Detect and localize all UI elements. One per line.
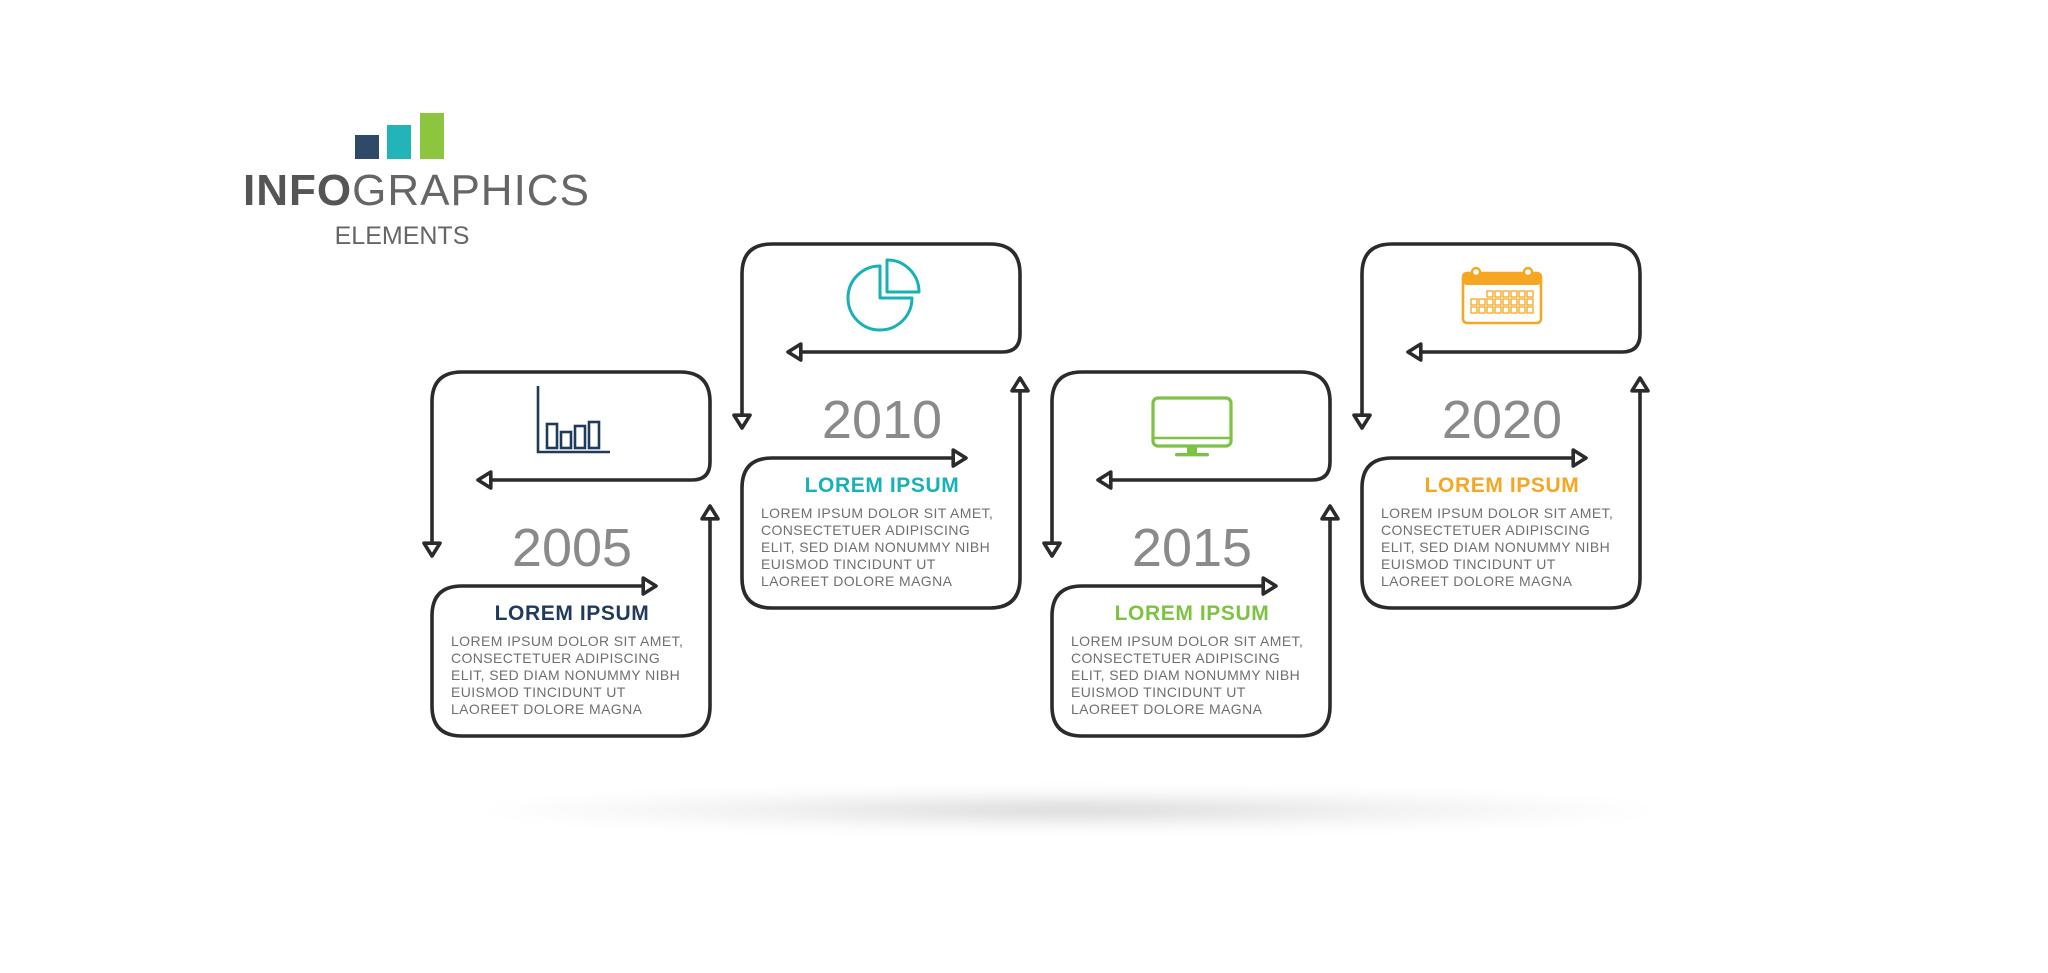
step-body-line: LOREM IPSUM DOLOR SIT AMET, xyxy=(1381,505,1613,521)
step-body-line: EUISMOD TINCIDUNT UT xyxy=(1381,556,1556,572)
arrow-head xyxy=(786,342,803,362)
arrow-head xyxy=(732,413,752,430)
logo-bar-1 xyxy=(355,135,379,159)
step-body-line: LAOREET DOLORE MAGNA xyxy=(1381,573,1573,589)
step-year: 2020 xyxy=(1442,390,1562,450)
step-body-line: ELIT, SED DIAM NONUMMY NIBH xyxy=(1381,539,1610,555)
arrow-head xyxy=(1042,541,1062,558)
arrow-head xyxy=(1320,504,1340,521)
step-body-line: EUISMOD TINCIDUNT UT xyxy=(1071,684,1246,700)
monitor-icon xyxy=(1151,396,1233,457)
connector-line-top xyxy=(430,370,712,554)
step-heading: LOREM IPSUM xyxy=(495,602,650,625)
step-year: 2015 xyxy=(1132,518,1252,578)
step-body-line: CONSECTETUER ADIPISCING xyxy=(451,650,660,666)
step-body-line: LOREM IPSUM DOLOR SIT AMET, xyxy=(1071,633,1303,649)
pie-chart-icon xyxy=(846,258,921,332)
calendar-icon xyxy=(1461,266,1543,325)
arrow-head xyxy=(641,576,658,596)
bar-chart-icon xyxy=(536,386,610,454)
connector-line-bottom xyxy=(740,380,1022,610)
logo-bar-2 xyxy=(387,125,411,159)
step-body-line: ELIT, SED DIAM NONUMMY NIBH xyxy=(1071,667,1300,683)
connector-line-bottom xyxy=(1050,508,1332,738)
arrow-head xyxy=(1571,448,1588,468)
arrow-head xyxy=(1630,376,1650,393)
step-body-line: CONSECTETUER ADIPISCING xyxy=(761,522,970,538)
logo-subtitle: ELEMENTS xyxy=(335,222,470,250)
arrow-head xyxy=(700,504,720,521)
step-body-line: EUISMOD TINCIDUNT UT xyxy=(761,556,936,572)
arrow-head xyxy=(1406,342,1423,362)
ground-shadow xyxy=(460,788,1680,832)
connector-line-top xyxy=(1050,370,1332,554)
arrow-head xyxy=(1261,576,1278,596)
step-body-line: LAOREET DOLORE MAGNA xyxy=(761,573,953,589)
step-year: 2005 xyxy=(512,518,632,578)
step-heading: LOREM IPSUM xyxy=(1425,474,1580,497)
logo: INFOGRAPHICS ELEMENTS xyxy=(243,113,590,250)
step-body-line: LAOREET DOLORE MAGNA xyxy=(451,701,643,717)
arrow-head xyxy=(1010,376,1030,393)
step-body-line: ELIT, SED DIAM NONUMMY NIBH xyxy=(451,667,680,683)
step-body-line: CONSECTETUER ADIPISCING xyxy=(1071,650,1280,666)
step-body-line: ELIT, SED DIAM NONUMMY NIBH xyxy=(761,539,990,555)
step-body-line: CONSECTETUER ADIPISCING xyxy=(1381,522,1590,538)
logo-title-light: GRAPHICS xyxy=(352,166,590,215)
connector-line-top xyxy=(1360,242,1642,426)
step-body-line: LOREM IPSUM DOLOR SIT AMET, xyxy=(761,505,993,521)
connector-line-bottom xyxy=(1360,380,1642,610)
arrow-head xyxy=(1352,413,1372,430)
connector-line-top xyxy=(740,242,1022,426)
logo-bar-3 xyxy=(420,113,444,159)
arrow-head xyxy=(476,470,493,490)
logo-title-bold: INFO xyxy=(243,166,352,215)
step-body-line: LAOREET DOLORE MAGNA xyxy=(1071,701,1263,717)
logo-title: INFOGRAPHICS xyxy=(243,166,590,215)
step-heading: LOREM IPSUM xyxy=(1115,602,1270,625)
step-year: 2010 xyxy=(822,390,942,450)
arrow-head xyxy=(1096,470,1113,490)
step-body-line: EUISMOD TINCIDUNT UT xyxy=(451,684,626,700)
step-body-line: LOREM IPSUM DOLOR SIT AMET, xyxy=(451,633,683,649)
arrow-head xyxy=(422,541,442,558)
connector-line-bottom xyxy=(430,508,712,738)
step-heading: LOREM IPSUM xyxy=(805,474,960,497)
arrow-head xyxy=(951,448,968,468)
